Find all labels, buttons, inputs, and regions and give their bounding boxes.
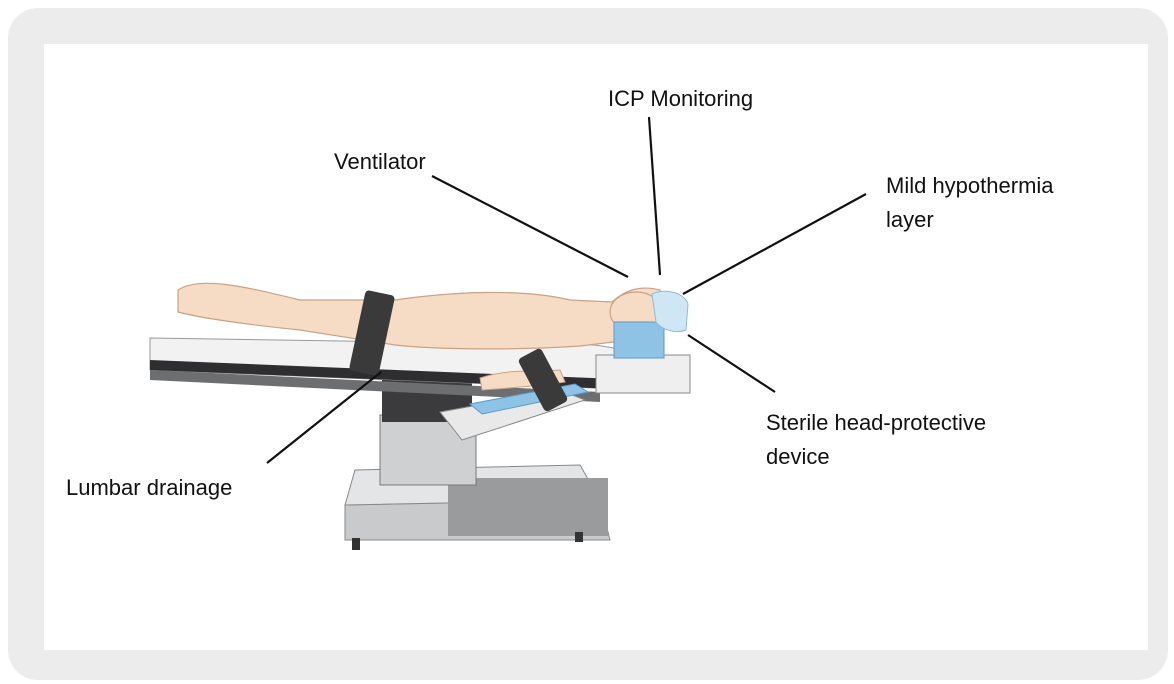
- table-foot-block: [448, 478, 608, 536]
- hypothermia-leader: [683, 194, 866, 294]
- head-section: [596, 355, 690, 393]
- hypothermia-label-line2: layer: [886, 205, 934, 235]
- icp-leader: [649, 117, 660, 275]
- ventilator-leader: [432, 176, 628, 277]
- lumbar-drainage-label: Lumbar drainage: [66, 473, 232, 503]
- icp-monitoring-label: ICP Monitoring: [608, 84, 753, 114]
- sterile-device-label-line1: Sterile head-protective: [766, 408, 986, 438]
- operating-table: [150, 338, 690, 550]
- hypothermia-label-line1: Mild hypothermia: [886, 171, 1054, 201]
- sterile-device-leader: [688, 335, 775, 392]
- ventilator-label: Ventilator: [334, 147, 426, 177]
- sterile-device-label-line2: device: [766, 442, 830, 472]
- head-support-pad: [614, 322, 664, 358]
